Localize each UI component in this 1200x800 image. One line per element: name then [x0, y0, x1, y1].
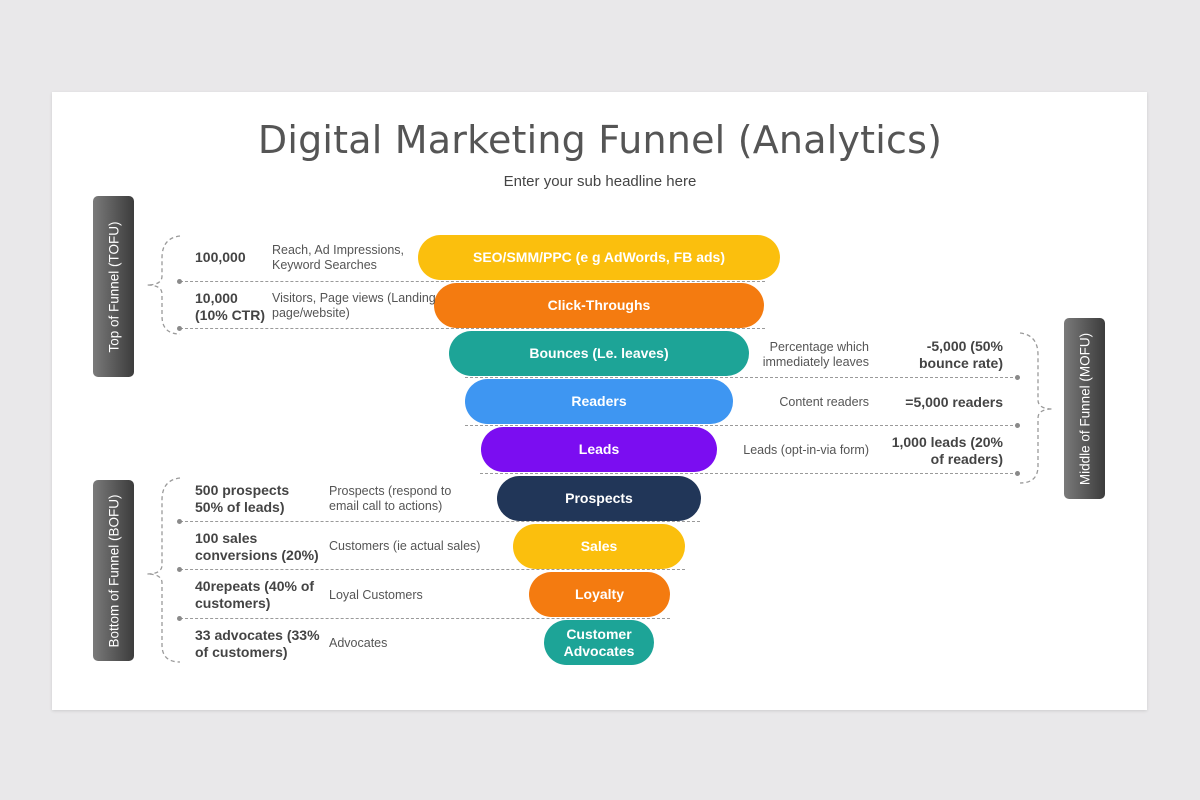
funnel-stage-leads: Leads: [481, 427, 717, 472]
guide-line: [480, 473, 1018, 474]
funnel-stage-advocates: Customer Advocates: [544, 620, 654, 665]
mofu-desc: Content readers: [779, 395, 869, 409]
mofu-value: =5,000 readers: [905, 394, 1003, 410]
bofu-desc: Advocates: [329, 636, 388, 650]
guide-dot: [1015, 375, 1020, 380]
guide-line: [180, 618, 670, 619]
tofu-desc: Reach, Ad Impressions, Keyword Searches: [272, 243, 405, 272]
tofu-value: 100,000: [195, 249, 246, 265]
bofu-label: Bottom of Funnel (BOFU): [93, 480, 134, 661]
mofu-value: 1,000 leads (20% of readers): [891, 434, 1003, 467]
funnel-stage-prospects: Prospects: [497, 476, 701, 521]
bofu-desc: Prospects (respond to email call to acti…: [329, 484, 452, 513]
page-subtitle: Enter your sub headline here: [503, 173, 697, 190]
bofu-value: 40repeats (40% of customers): [195, 578, 315, 611]
tofu-label-text: Top of Funnel (TOFU): [106, 220, 121, 353]
guide-line: [180, 569, 685, 570]
guide-line: [465, 377, 1018, 378]
guide-line: [180, 521, 700, 522]
funnel-stage-loyalty: Loyalty: [529, 572, 670, 617]
tofu-label: Top of Funnel (TOFU): [93, 196, 134, 377]
mofu-desc: Percentage which immediately leaves: [762, 340, 869, 369]
page-title: Digital Marketing Funnel (Analytics): [257, 118, 943, 162]
bofu-value: 33 advocates (33% of customers): [195, 627, 320, 660]
bofu-desc: Customers (ie actual sales): [329, 539, 481, 553]
funnel-stage-click-throughs: Click-Throughs: [434, 283, 764, 328]
guide-dot: [177, 326, 182, 331]
bofu-desc: Loyal Customers: [329, 588, 423, 602]
bofu-label-text: Bottom of Funnel (BOFU): [106, 493, 121, 648]
guide-dot: [177, 519, 182, 524]
funnel-stage-seo: SEO/SMM/PPC (e g AdWords, FB ads): [418, 235, 780, 280]
guide-dot: [1015, 423, 1020, 428]
mofu-label: Middle of Funnel (MOFU): [1064, 318, 1105, 499]
guide-dot: [177, 279, 182, 284]
mofu-label-text: Middle of Funnel (MOFU): [1077, 332, 1092, 485]
funnel-stage-sales: Sales: [513, 524, 685, 569]
bofu-value: 100 sales conversions (20%): [195, 530, 319, 563]
guide-dot: [177, 567, 182, 572]
guide-dot: [1015, 471, 1020, 476]
guide-line: [180, 328, 765, 329]
bofu-value: 500 prospects 50% of leads): [195, 482, 290, 515]
tofu-desc: Visitors, Page views (Landing page/websi…: [272, 291, 436, 320]
funnel-stage-bounces: Bounces (Le. leaves): [449, 331, 749, 376]
funnel-stage-readers: Readers: [465, 379, 733, 424]
mofu-desc: Leads (opt-in-via form): [743, 443, 869, 457]
guide-line: [465, 425, 1018, 426]
mofu-value: -5,000 (50% bounce rate): [918, 338, 1003, 371]
guide-line: [180, 281, 765, 282]
guide-dot: [177, 616, 182, 621]
tofu-value: 10,000 (10% CTR): [195, 290, 266, 323]
